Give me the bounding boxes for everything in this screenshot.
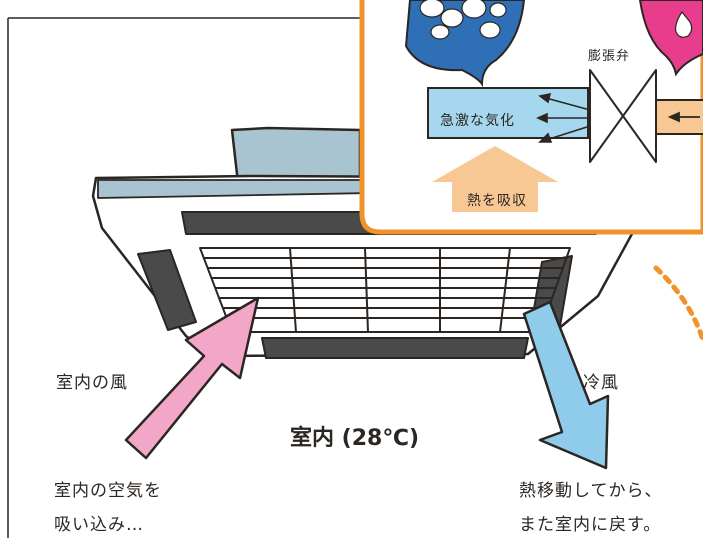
indoor-wind-label: 室内の風 [56, 373, 128, 393]
evaporation-label: 急激な気化 [440, 113, 515, 129]
lower-vent-slot [261, 337, 529, 359]
return-caption-line: 熱移動してから、 [519, 481, 663, 501]
expansion-valve-icon [589, 69, 657, 163]
liquid-bubble-icon [638, 0, 703, 77]
return-caption: 熱移動してから、 また室内に戻す。 [519, 474, 663, 542]
intake-arrow [124, 296, 260, 460]
intake-caption-line: 吸い込み… [54, 515, 144, 535]
outflow-arrow [522, 300, 610, 470]
evaporator-bar [427, 87, 589, 139]
cold-bubble-icon [404, 0, 526, 88]
refrigerant-inset [359, 0, 703, 235]
intake-caption: 室内の空気を 吸い込み… [54, 474, 162, 542]
absorb-heat-label: 熱を吸収 [467, 193, 527, 209]
left-side-vent [137, 249, 197, 331]
heat-flow-dotted-arc [653, 265, 703, 343]
absorb-heat-arrow [432, 146, 558, 212]
return-caption-line: また室内に戻す。 [519, 515, 662, 535]
cold-wind-label: 冷風 [583, 373, 619, 393]
expansion-valve-label: 膨張弁 [588, 49, 631, 64]
outer-frame [7, 17, 360, 538]
room-temperature-label: 室内 (28℃) [290, 426, 420, 451]
intake-caption-line: 室内の空気を [54, 481, 162, 501]
evaporation-arrows [536, 92, 591, 143]
